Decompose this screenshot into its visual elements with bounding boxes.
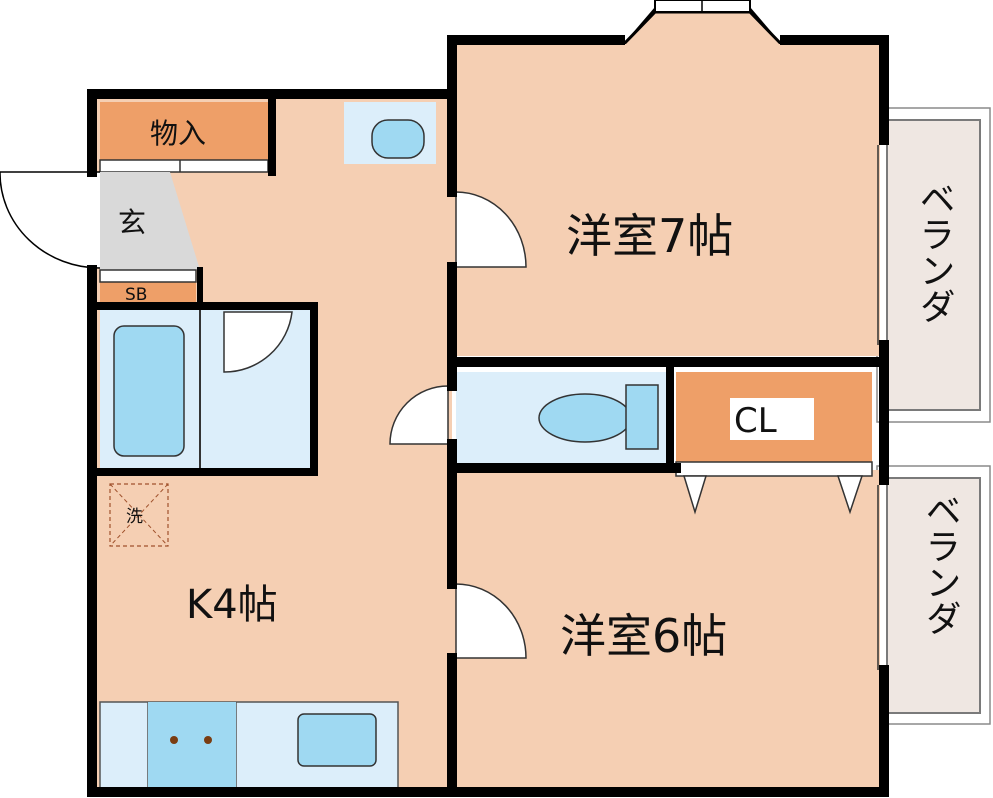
entrance xyxy=(100,172,200,270)
walls xyxy=(87,35,889,797)
entrance-door xyxy=(0,171,101,269)
sink-fixture xyxy=(371,119,425,159)
toilet-bowl xyxy=(538,393,632,443)
label-shoe-box: SB xyxy=(125,285,147,305)
balcony-upper xyxy=(886,119,981,411)
label-western-room-7: 洋室7帖 xyxy=(566,209,733,263)
label-kitchen: K4帖 xyxy=(186,582,278,628)
burner-left xyxy=(170,736,178,744)
kitchen-sink xyxy=(297,713,377,767)
toilet-door xyxy=(389,385,449,445)
label-laundry: 洗 xyxy=(126,507,143,527)
laundry-space xyxy=(109,483,169,547)
shoe-box xyxy=(100,282,196,304)
western-room-6 xyxy=(452,470,880,788)
burner-right xyxy=(204,736,212,744)
western-room-7 xyxy=(452,44,880,356)
label-western-room-6: 洋室6帖 xyxy=(560,609,727,663)
bath-door xyxy=(223,311,293,373)
storage-room xyxy=(100,102,268,160)
label-balcony-lower: ベランダ xyxy=(920,492,961,636)
door-room-7 xyxy=(455,191,527,268)
label-closet: CL xyxy=(734,401,777,441)
balcony-lower xyxy=(886,477,981,714)
label-storage: 物入 xyxy=(150,117,206,150)
label-balcony-upper: ベランダ xyxy=(914,180,955,324)
bay-window xyxy=(616,10,789,50)
stove xyxy=(148,702,236,788)
door-room-6 xyxy=(455,583,527,659)
bathtub xyxy=(113,325,185,457)
label-entrance: 玄 xyxy=(118,206,146,239)
